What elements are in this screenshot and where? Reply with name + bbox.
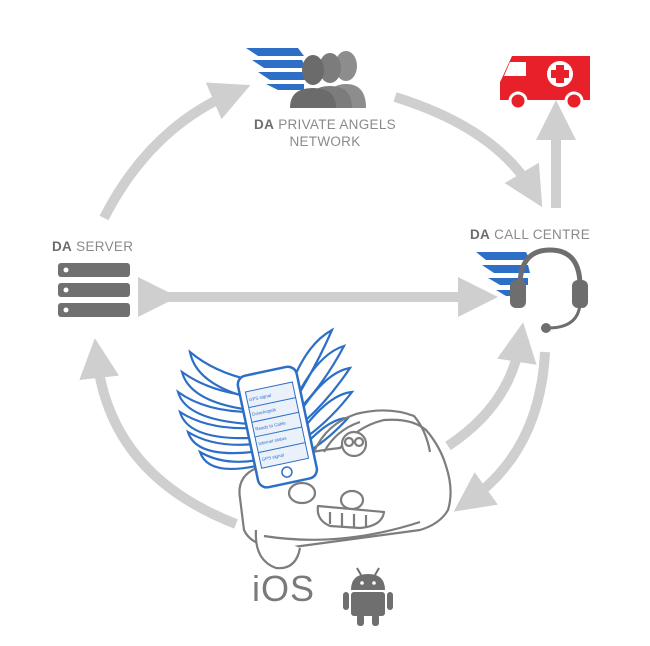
arrow-network-to-callcentre — [393, 92, 543, 208]
headset-icon — [476, 247, 588, 333]
server-label: DA SERVER — [52, 238, 133, 255]
callcentre-label-text: CALL CENTRE — [494, 227, 590, 242]
callcentre-label: DA CALL CENTRE — [470, 226, 590, 243]
network-label: DA PRIVATE ANGELS NETWORK — [0, 116, 650, 150]
server-label-brand: DA — [52, 239, 73, 254]
arrow-car-to-callcentre — [445, 322, 537, 451]
phone-icon: GPS signal DriveAngels Ready to Cable In… — [236, 365, 319, 489]
network-label-brand: DA — [254, 117, 275, 132]
ios-label: iOS — [252, 568, 316, 609]
phone-row: Ready to Cable — [255, 420, 287, 431]
server-label-text: SERVER — [76, 239, 134, 254]
people-icon — [246, 48, 366, 108]
phone-row: Internet status — [258, 435, 288, 446]
arrow-callcentre-to-car — [453, 351, 550, 512]
phone-row: GPS signal — [249, 393, 272, 403]
server-icon — [58, 263, 130, 317]
android-icon — [343, 567, 393, 626]
arrow-server-to-network — [99, 82, 251, 221]
car-icon — [238, 409, 452, 570]
ambulance-icon — [500, 56, 590, 111]
callcentre-label-brand: DA — [470, 227, 491, 242]
network-label-line1: PRIVATE ANGELS — [278, 117, 396, 132]
phone-row: GPS signal — [261, 452, 284, 462]
network-label-line2: NETWORK — [289, 134, 361, 149]
flow-arrows — [79, 82, 576, 529]
phone-row: DriveAngels — [252, 407, 278, 417]
arrow-car-to-server — [79, 338, 238, 529]
